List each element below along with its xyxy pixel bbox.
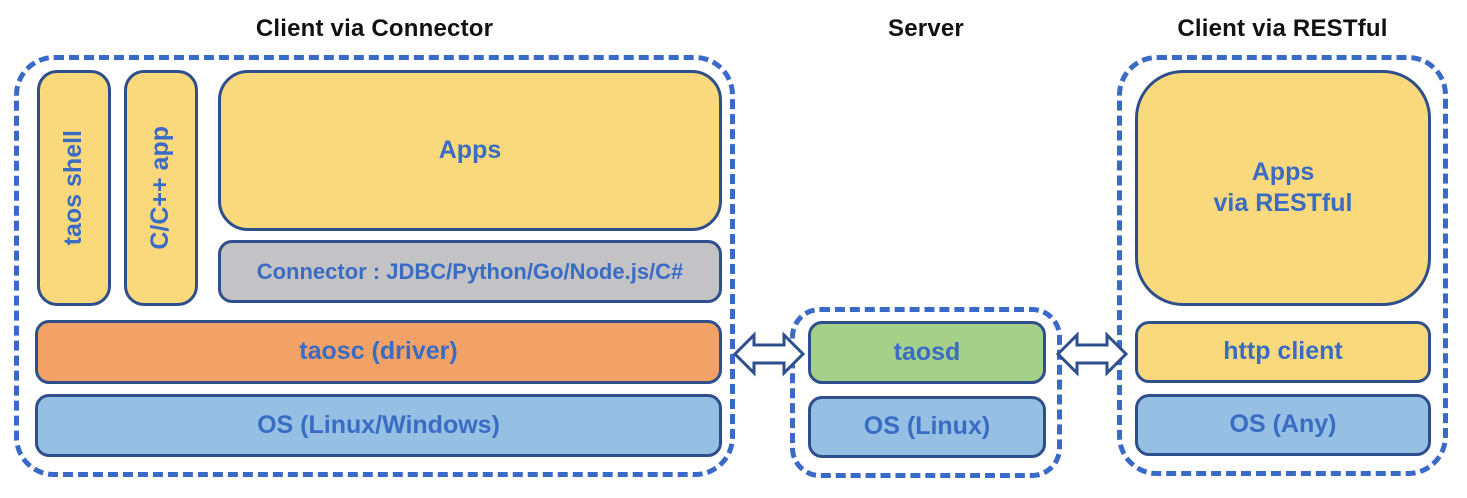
os-any-box: OS (Any) <box>1135 394 1431 456</box>
connector-client-group: taos shell C/C++ app Apps Connector : JD… <box>14 55 735 477</box>
taosc-driver-label: taosc (driver) <box>299 337 458 366</box>
taos-shell-label: taos shell <box>59 130 88 246</box>
apps-box: Apps <box>218 70 722 231</box>
taos-shell-box: taos shell <box>37 70 111 306</box>
cpp-app-box: C/C++ app <box>124 70 198 306</box>
double-arrow-icon-right <box>1056 330 1128 378</box>
http-client-label: http client <box>1223 337 1343 366</box>
connector-section-title: Client via Connector <box>255 15 494 42</box>
taosc-driver-box: taosc (driver) <box>35 320 722 384</box>
apps-via-restful-label-line1: Apps <box>1251 157 1315 186</box>
apps-label: Apps <box>438 135 502 164</box>
os-any-label: OS (Any) <box>1229 410 1337 439</box>
restful-client-group: Apps via RESTful http client OS (Any) <box>1117 55 1448 476</box>
taosd-box: taosd <box>808 321 1046 384</box>
server-group: taosd OS (Linux) <box>790 307 1062 478</box>
apps-via-restful-label-line2: via RESTful <box>1213 189 1353 217</box>
cpp-app-label: C/C++ app <box>146 126 175 250</box>
taosd-label: taosd <box>893 337 961 366</box>
double-arrow-icon-left <box>733 330 805 378</box>
server-section-title: Server <box>888 15 964 42</box>
http-client-box: http client <box>1135 321 1431 383</box>
os-linux-box: OS (Linux) <box>808 396 1046 458</box>
os-linux-windows-label: OS (Linux/Windows) <box>257 410 500 439</box>
apps-via-restful-box: Apps via RESTful <box>1135 70 1431 306</box>
os-linux-windows-box: OS (Linux/Windows) <box>35 394 722 457</box>
os-linux-label: OS (Linux) <box>863 412 991 441</box>
connector-box: Connector : JDBC/Python/Go/Node.js/C# <box>218 240 722 303</box>
connector-label: Connector : JDBC/Python/Go/Node.js/C# <box>256 258 684 284</box>
restful-section-title: Client via RESTful <box>1177 15 1388 42</box>
